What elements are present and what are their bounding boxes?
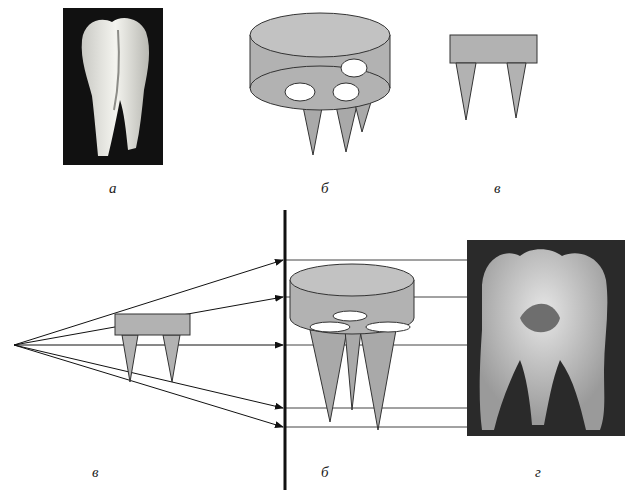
- panel-letter: б: [321, 465, 329, 480]
- panel-letter: б: [321, 181, 329, 196]
- xray-pulp: [520, 304, 560, 333]
- film-plane: [284, 210, 287, 490]
- tooth-photo: [63, 8, 163, 165]
- cylinder-top: [250, 13, 390, 57]
- root-hole: [341, 59, 367, 77]
- ray: [14, 345, 283, 408]
- root-hole: [333, 311, 367, 321]
- root-hole: [310, 322, 350, 332]
- root-cone: [345, 330, 361, 410]
- panel-letter: в: [494, 181, 501, 196]
- panel-letter: в: [92, 465, 99, 480]
- side-model-small: [115, 314, 190, 382]
- panel-letter: а: [109, 181, 117, 196]
- root-hole: [333, 83, 359, 101]
- cylinder-model: [250, 13, 390, 155]
- ray: [14, 260, 283, 345]
- crown-rect: [450, 35, 537, 63]
- ray: [14, 297, 283, 345]
- root-cone: [163, 335, 180, 382]
- cylinder-model-large: [290, 264, 414, 430]
- ray: [14, 345, 283, 346]
- xray-image: [467, 240, 625, 436]
- root-hole: [366, 322, 410, 332]
- crown-rect: [115, 314, 190, 335]
- xray-ground: [467, 240, 625, 436]
- xray-tooth: [480, 249, 608, 430]
- side-model: [450, 35, 537, 120]
- root-cone: [122, 335, 138, 382]
- projection-line: [286, 260, 468, 261]
- photo-ground: [63, 8, 163, 165]
- root-cone: [507, 63, 526, 118]
- cylinder-edge: [250, 66, 390, 88]
- root-cone: [360, 330, 396, 430]
- projection-rays: [14, 260, 468, 427]
- tooth-groove: [114, 30, 119, 110]
- root-hole: [285, 83, 315, 101]
- tooth-shape: [82, 18, 149, 156]
- root-cone: [310, 330, 347, 422]
- cylinder-top: [290, 264, 414, 296]
- root-cone: [456, 63, 476, 120]
- panel-letter: г: [535, 465, 541, 480]
- ray: [14, 345, 283, 427]
